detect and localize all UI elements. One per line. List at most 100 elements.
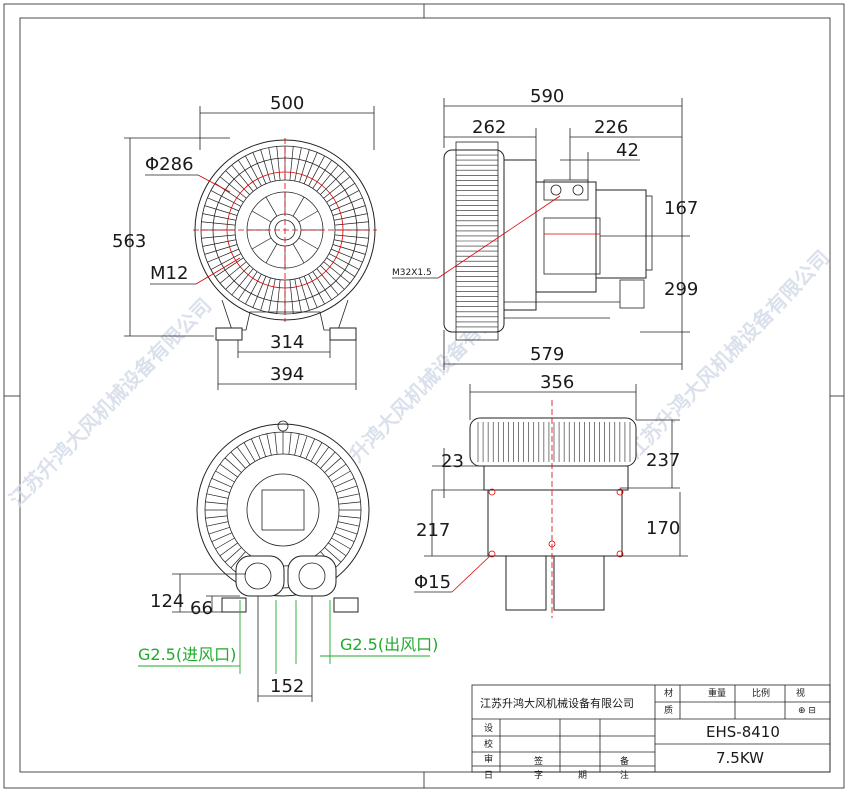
fin-line xyxy=(326,183,356,203)
fin-line xyxy=(201,221,236,226)
fin-line xyxy=(252,152,267,184)
fin-line xyxy=(308,273,325,305)
fin-line xyxy=(298,210,319,223)
top-right-depth-dim: 170 xyxy=(646,518,680,539)
side-fins xyxy=(456,149,498,333)
fin-line xyxy=(230,551,246,569)
tb-model: EHS-8410 xyxy=(706,723,780,741)
watermark: 江苏升鸿大风机械设备有限公司 江苏升鸿大风机械设备有限公司 江苏升鸿大风机械设备… xyxy=(4,245,834,511)
fin-line xyxy=(204,244,238,255)
fin-line xyxy=(245,273,262,305)
tb-review: 审 xyxy=(484,753,493,765)
fin-line xyxy=(210,190,242,207)
fin-line xyxy=(201,234,236,239)
fin-line xyxy=(312,159,332,189)
tb-bottom-1: 签 xyxy=(534,755,543,767)
tb-header-material: 材 xyxy=(664,687,673,699)
fin-line xyxy=(260,277,271,311)
fin-line xyxy=(298,237,319,250)
fin-line xyxy=(238,271,258,301)
fin-line xyxy=(219,261,247,284)
title-company: 江苏升鸿大风机械设备有限公司 xyxy=(480,696,634,710)
tb-header-view: 视 xyxy=(796,687,805,699)
fin-line xyxy=(205,501,228,505)
fin-line xyxy=(337,521,360,527)
fin-line xyxy=(224,547,242,563)
rear-offset-dim: 66 xyxy=(190,598,213,619)
fin-line xyxy=(207,197,239,212)
fin-line xyxy=(206,493,229,499)
rear-view: 124 66 G2.5(进风口) G2.5(出风口) 152 xyxy=(138,420,438,702)
top-width-dim: 356 xyxy=(540,372,574,393)
fin-line xyxy=(332,205,366,216)
fin-line xyxy=(328,542,347,557)
fin-line xyxy=(334,234,369,239)
fin-line xyxy=(294,278,302,313)
fin-line xyxy=(243,442,256,462)
fin-line xyxy=(211,532,232,543)
fin-line xyxy=(202,239,237,247)
fin-line xyxy=(219,542,238,557)
fin-line xyxy=(337,493,360,499)
tb-header-quality: 质 xyxy=(664,704,673,716)
fin-line xyxy=(320,265,345,290)
fin-line xyxy=(268,147,276,182)
side-right-dim: 226 xyxy=(594,117,628,138)
fin-line xyxy=(265,243,278,264)
fin-line xyxy=(312,271,332,301)
front-width-dim: 500 xyxy=(270,93,304,114)
fin-line xyxy=(205,515,228,519)
fin-line xyxy=(236,446,251,465)
front-diameter-dim: Φ286 xyxy=(145,154,194,175)
fin-line xyxy=(289,279,294,314)
top-right-top-dim: 237 xyxy=(646,450,680,471)
rear-height-dim: 124 xyxy=(150,591,184,612)
tb-design: 设 xyxy=(484,723,493,734)
fin-line xyxy=(202,213,237,221)
fin-line xyxy=(208,485,230,494)
tb-view-symbol: ⊕ ⊟ xyxy=(798,706,816,716)
front-foot-outer-dim: 394 xyxy=(270,364,304,385)
fin-line xyxy=(320,170,345,195)
fin-line xyxy=(219,176,247,199)
front-view: 500 563 Φ286 M12 314 394 xyxy=(112,93,377,390)
drawing-frame xyxy=(3,3,845,789)
fin-line xyxy=(326,257,356,277)
fin-line xyxy=(336,526,358,535)
side-upper-right-dim: 167 xyxy=(664,198,698,219)
fin-line xyxy=(231,268,254,296)
fin-line xyxy=(305,438,316,459)
side-total-width-dim: 590 xyxy=(530,86,564,107)
fin-line xyxy=(215,537,235,550)
top-fins xyxy=(477,422,631,462)
fin-line xyxy=(299,277,310,311)
front-fins xyxy=(201,146,369,314)
fin-line xyxy=(225,265,250,290)
tb-bottom-4: 备 xyxy=(620,755,629,767)
fin-line xyxy=(288,432,292,455)
fin-line xyxy=(294,147,302,182)
top-left-depth-dim: 217 xyxy=(416,520,450,541)
side-bottom-dim: 579 xyxy=(530,344,564,365)
fin-line xyxy=(292,243,305,264)
fin-line xyxy=(266,433,272,456)
fin-line xyxy=(211,477,232,488)
fin-line xyxy=(224,457,242,473)
tb-bottom-3: 期 xyxy=(578,770,587,781)
front-height-dim: 563 xyxy=(112,231,146,252)
fin-line xyxy=(328,463,347,478)
fin-line xyxy=(268,278,276,313)
fin-line xyxy=(332,244,366,255)
fin-line xyxy=(210,253,242,270)
fin-line xyxy=(276,146,281,181)
fin-line xyxy=(328,190,360,207)
fin-line xyxy=(250,438,261,459)
watermark-left: 江苏升鸿大风机械设备有限公司 xyxy=(4,293,216,511)
rear-outlet-label: G2.5(出风口) xyxy=(340,635,438,654)
rear-inlet-label: G2.5(进风口) xyxy=(138,645,236,664)
side-thread-dim: M32X1.5 xyxy=(392,268,432,278)
fin-line xyxy=(303,276,318,308)
fin-line xyxy=(299,149,310,183)
fin-line xyxy=(276,279,281,314)
